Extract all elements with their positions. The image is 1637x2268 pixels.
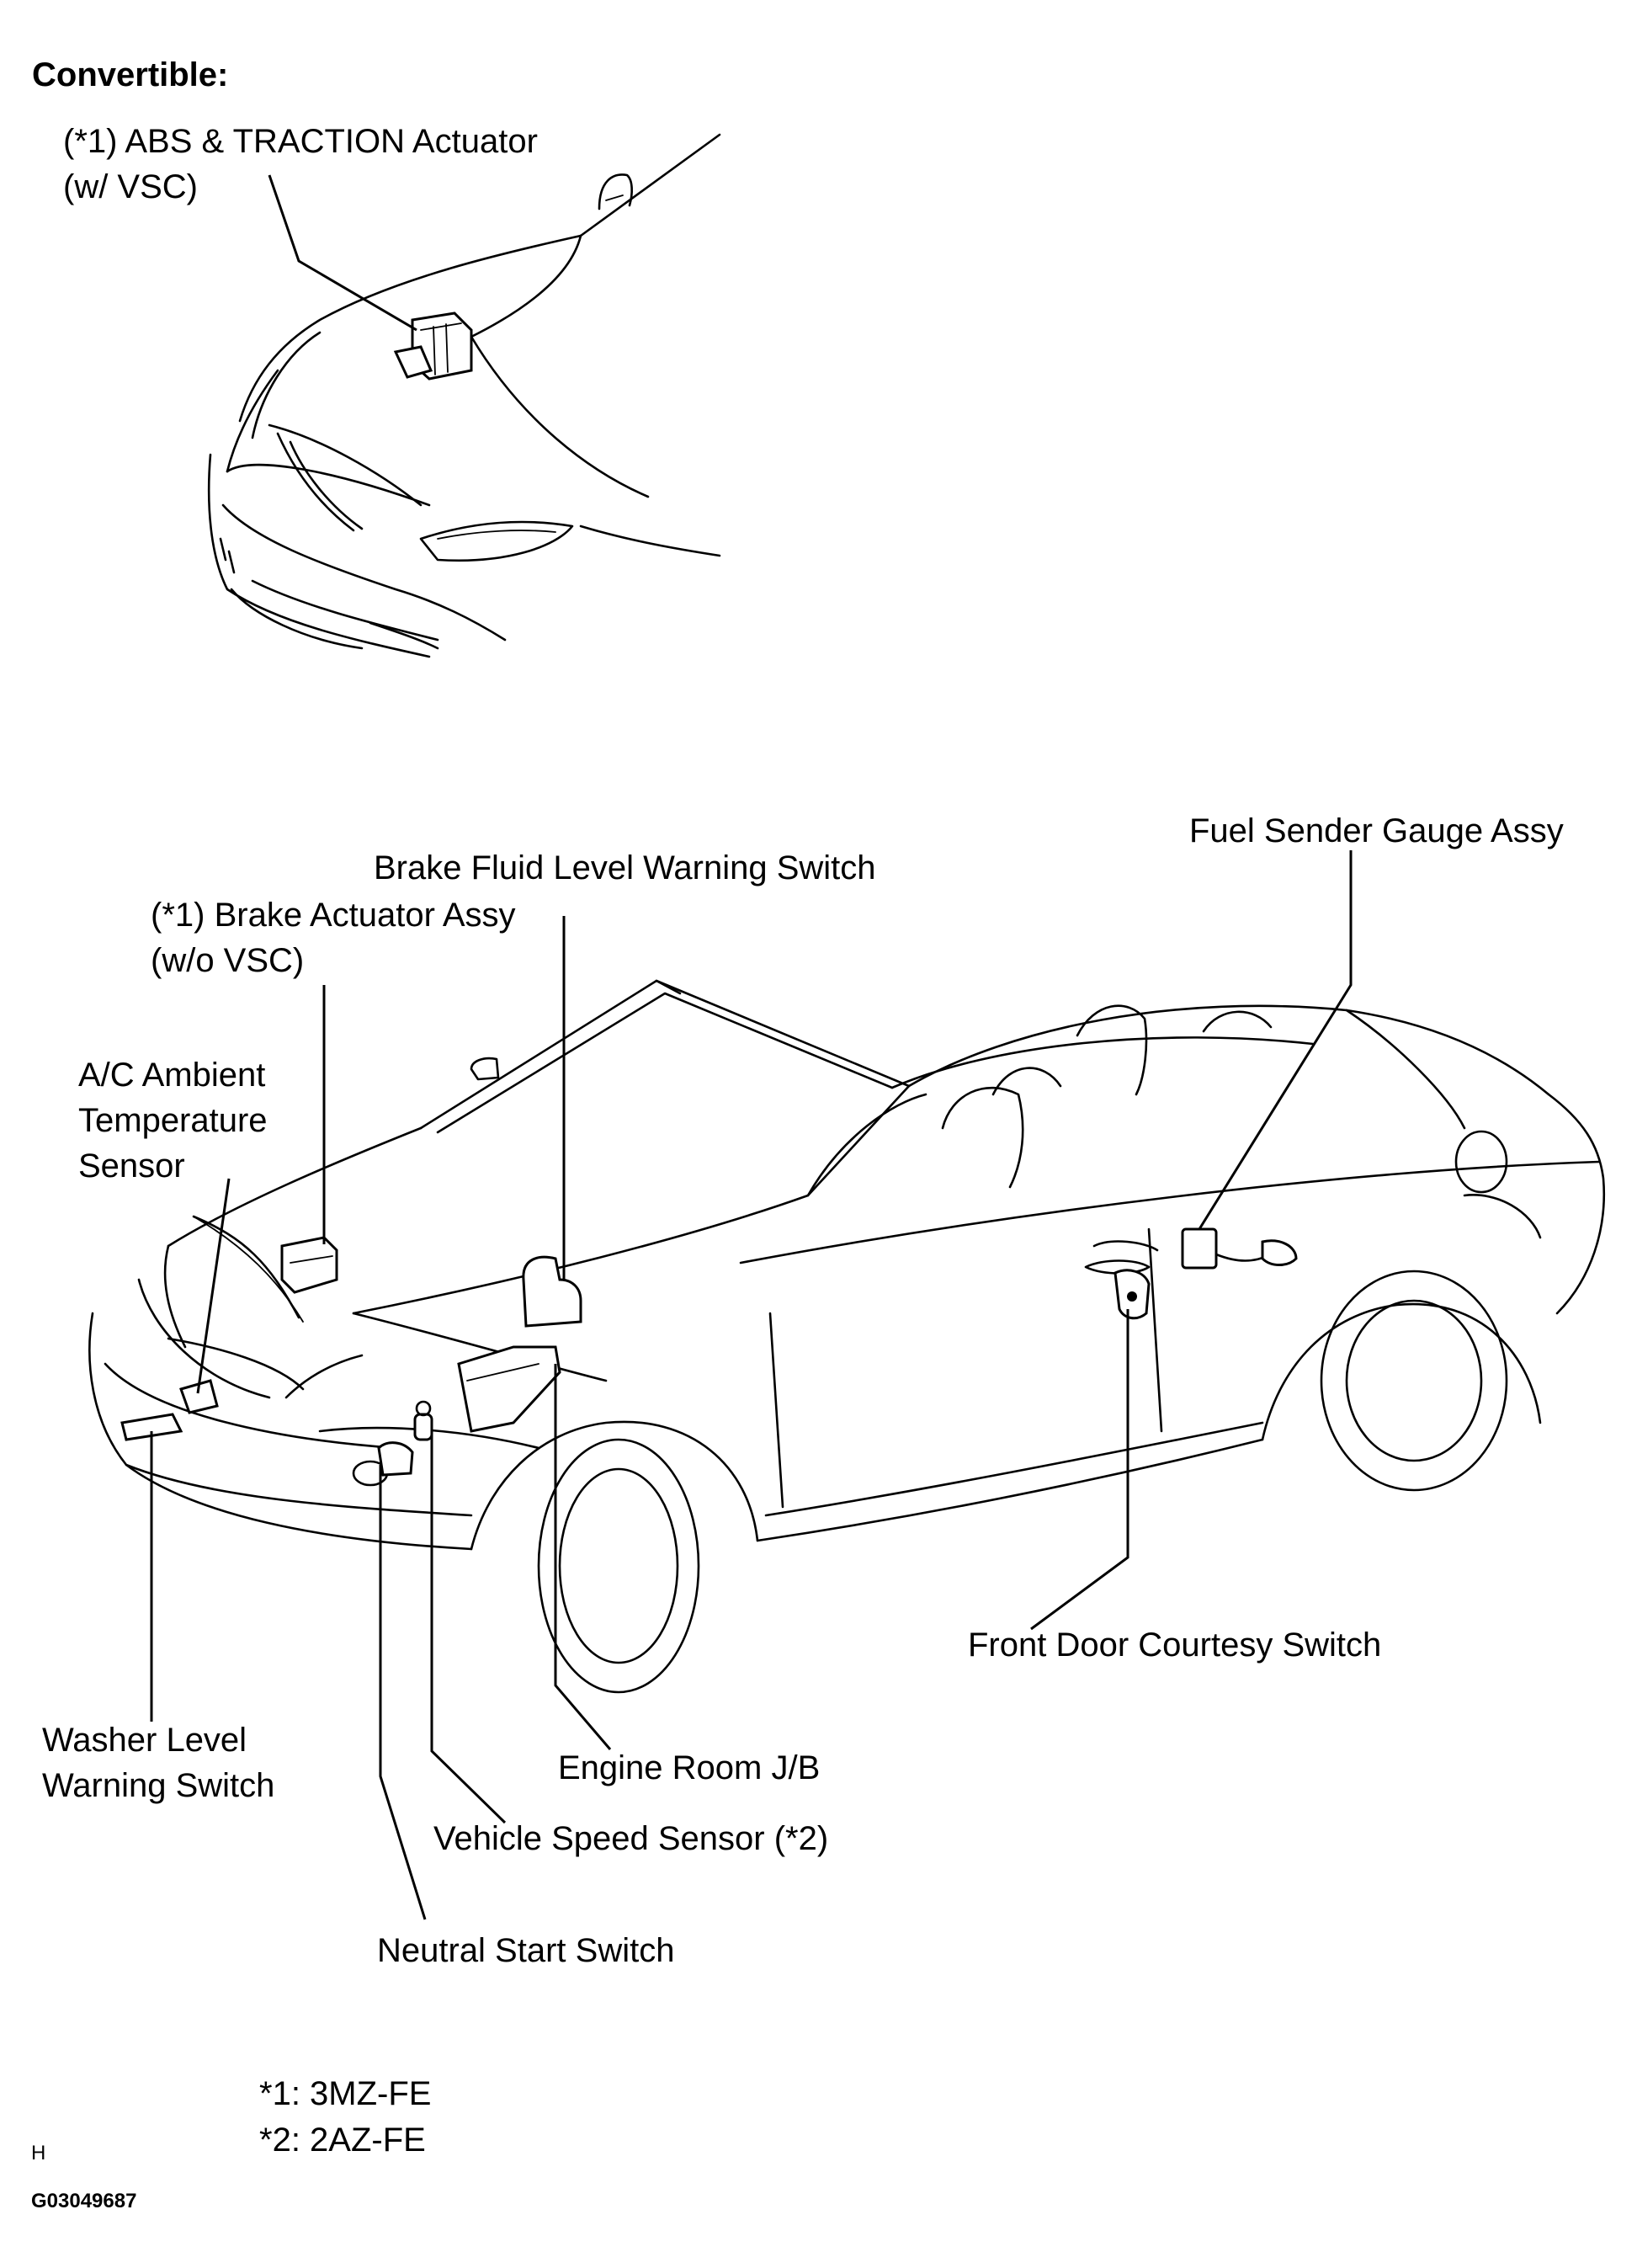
label-washer-level-warning-switch: Washer Level Warning Switch bbox=[42, 1722, 275, 1804]
abs-actuator-leader bbox=[268, 174, 417, 332]
label-ac-ambient-sensor: A/C Ambient Temperature Sensor bbox=[78, 1057, 268, 1185]
section-title: Convertible: bbox=[32, 56, 229, 93]
label-abs-traction-actuator: (*1) ABS & TRACTION Actuator (w/ VSC) bbox=[63, 123, 538, 205]
label-vehicle-speed-sensor: Vehicle Speed Sensor (*2) bbox=[433, 1820, 829, 1857]
sheet-letter: H bbox=[31, 2142, 46, 2164]
engine-room-jb-leader bbox=[554, 1364, 612, 1750]
leader-lines bbox=[150, 850, 1353, 1920]
label-neutral-start-switch: Neutral Start Switch bbox=[377, 1932, 675, 1969]
neutral-start-switch-part bbox=[377, 1441, 414, 1477]
footnote-1: *1: 3MZ-FE bbox=[259, 2075, 432, 2112]
top-car-front-drawing bbox=[207, 133, 721, 658]
door-courtesy-switch-part bbox=[1113, 1269, 1151, 1320]
neutral-start-leader bbox=[379, 1465, 427, 1920]
brake-fluid-reservoir-part bbox=[522, 1255, 582, 1328]
label-front-door-courtesy-switch: Front Door Courtesy Switch bbox=[968, 1626, 1382, 1664]
front-door-leader bbox=[1030, 1309, 1129, 1631]
fuel-sender-part bbox=[1181, 1227, 1298, 1270]
label-fuel-sender-gauge: Fuel Sender Gauge Assy bbox=[1189, 812, 1564, 849]
ac-sensor-leader bbox=[196, 1178, 231, 1394]
fuel-sender-leader bbox=[1198, 850, 1353, 1230]
engine-room-jb-part bbox=[457, 1345, 561, 1433]
label-engine-room-jb: Engine Room J/B bbox=[558, 1749, 821, 1786]
brake-actuator-part bbox=[280, 1236, 338, 1294]
footnote-2: *2: 2AZ-FE bbox=[259, 2122, 426, 2159]
washer-level-switch-part bbox=[120, 1413, 183, 1441]
ac-sensor-part bbox=[179, 1379, 219, 1414]
figure-id: G03049687 bbox=[31, 2190, 137, 2212]
abs-actuator-part bbox=[393, 311, 473, 381]
label-brake-fluid-warning-switch: Brake Fluid Level Warning Switch bbox=[374, 849, 876, 886]
label-brake-actuator-assy: (*1) Brake Actuator Assy (w/o VSC) bbox=[151, 897, 516, 979]
convertible-car-drawing bbox=[88, 979, 1605, 1694]
vehicle-speed-leader bbox=[430, 1431, 507, 1824]
vehicle-speed-sensor-part bbox=[413, 1400, 433, 1441]
